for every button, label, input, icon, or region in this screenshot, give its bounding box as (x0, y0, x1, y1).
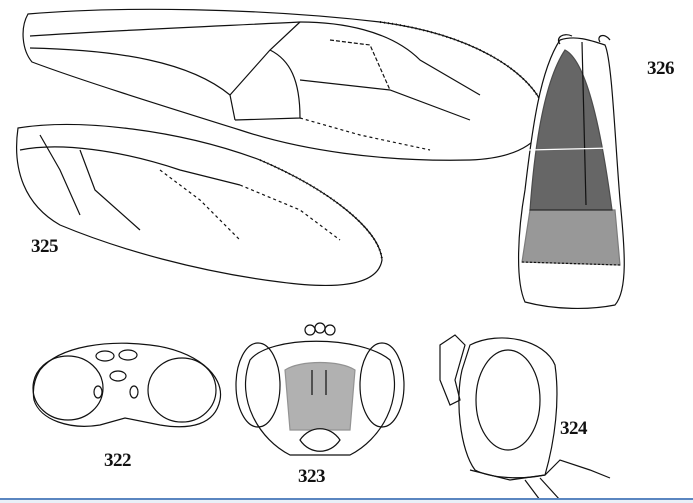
bottom-border-shade (0, 500, 693, 503)
bottom-border (0, 498, 693, 500)
figure-label-323: 323 (298, 466, 326, 487)
figure-label-326: 326 (647, 58, 675, 79)
figure-label-325: 325 (31, 236, 59, 257)
figure-label-324: 324 (560, 418, 588, 439)
forewing-drawing (22, 8, 546, 161)
abdomen-drawing (517, 34, 625, 310)
hindwing-drawing (16, 123, 383, 287)
figure-label-322: 322 (104, 450, 132, 471)
head-lateral-drawing (439, 334, 611, 501)
head-dorsal-drawing (32, 342, 222, 428)
head-frontal-drawing (235, 322, 405, 456)
